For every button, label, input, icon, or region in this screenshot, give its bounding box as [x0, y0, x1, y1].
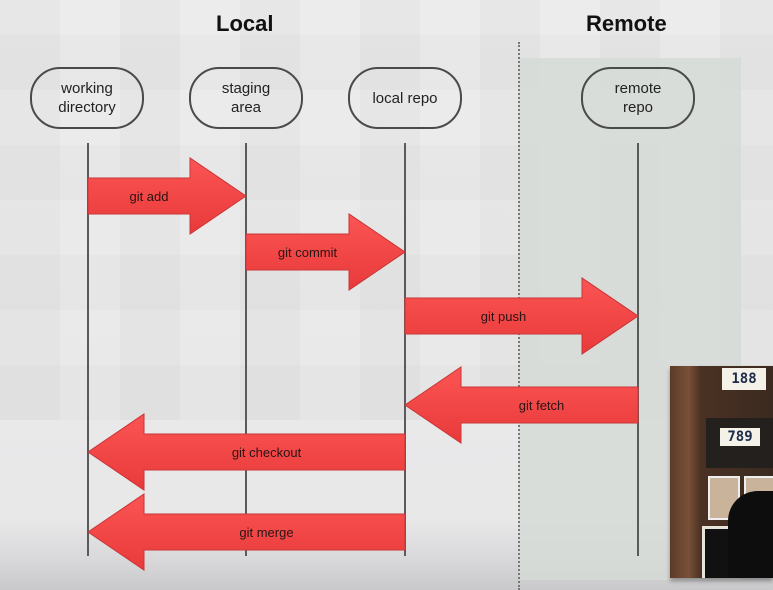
arrow-git-add [87, 157, 247, 235]
webcam-person [728, 491, 773, 578]
arrow-label-git-push: git push [481, 309, 527, 324]
arrow-git-merge [87, 493, 406, 571]
local-section-title: Local [216, 11, 274, 36]
arrow-git-checkout [87, 413, 406, 491]
arrow-git-push [404, 277, 639, 355]
lane-staging-area [245, 143, 247, 556]
arrow-label-git-add: git add [129, 189, 168, 204]
arrow-git-commit [245, 213, 406, 291]
webcam-sign-188: 188 [722, 368, 766, 390]
remote-section-title: Remote [586, 11, 667, 36]
node-working-directory: working directory [30, 67, 144, 129]
lane-remote-repo [637, 143, 639, 556]
lane-local-repo [404, 143, 406, 556]
node-staging-area: staging area [189, 67, 303, 129]
arrow-label-git-checkout: git checkout [232, 445, 302, 460]
node-local-repo: local repo [348, 67, 462, 129]
lane-working-directory [87, 143, 89, 556]
arrow-label-git-commit: git commit [278, 245, 338, 260]
node-remote-repo: remote repo [581, 67, 695, 129]
webcam-sign-789: 789 [720, 428, 760, 446]
arrow-label-git-merge: git merge [239, 525, 293, 540]
arrow-label-git-fetch: git fetch [519, 398, 565, 413]
arrow-git-fetch [404, 366, 639, 444]
presenter-webcam-overlay: 188 789 [670, 366, 773, 578]
